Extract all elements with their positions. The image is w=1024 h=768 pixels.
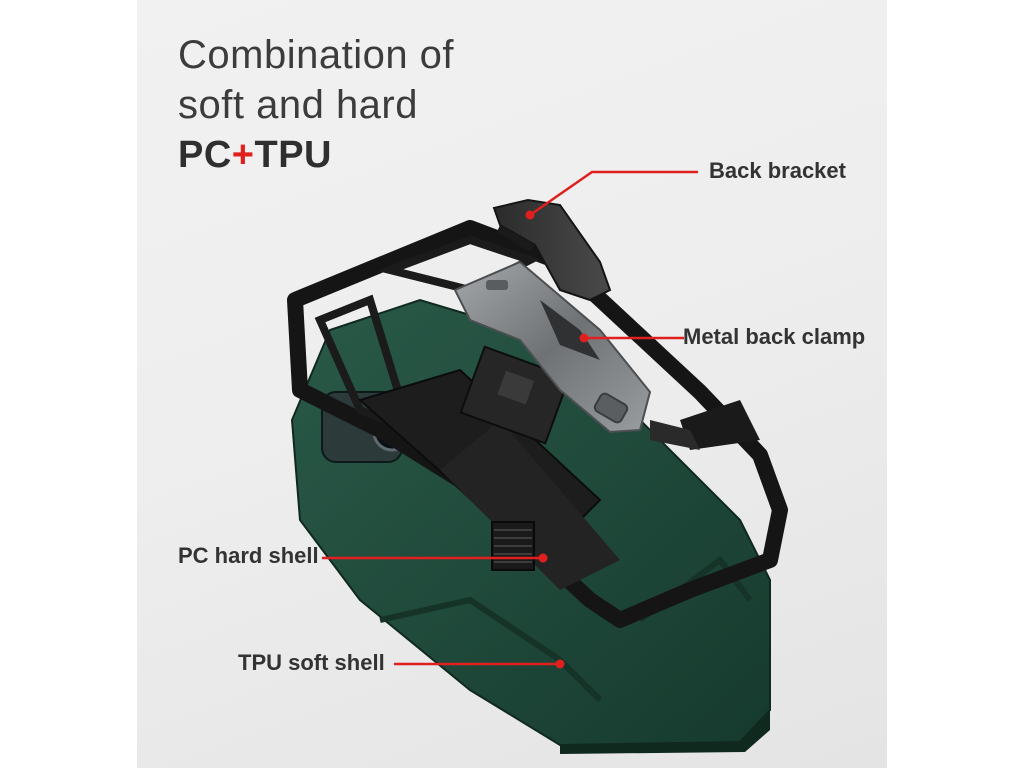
- callout-tpu-soft-shell: TPU soft shell: [238, 650, 385, 675]
- callout-metal-back-clamp: Metal back clamp: [683, 324, 866, 349]
- ribbed-clip: [491, 521, 535, 571]
- headline-plus: +: [231, 134, 255, 176]
- back-bracket: [492, 198, 612, 302]
- pc-hard-shell: [287, 220, 788, 628]
- callout-lines: [322, 170, 698, 669]
- headline-line-1: Combination of: [178, 33, 455, 77]
- headline-tpu: TPU: [254, 134, 332, 176]
- headline: Combination of soft and hard PC+TPU: [178, 30, 454, 180]
- headline-pc: PC: [178, 134, 232, 176]
- headline-material: PC+TPU: [178, 130, 454, 180]
- back-bracket-pointer: [529, 170, 698, 217]
- headline-line-2: soft and hard: [178, 83, 418, 127]
- callout-pc-hard-shell: PC hard shell: [178, 543, 319, 568]
- callout-back-bracket: Back bracket: [709, 158, 846, 183]
- metal-back-clamp: [453, 260, 652, 434]
